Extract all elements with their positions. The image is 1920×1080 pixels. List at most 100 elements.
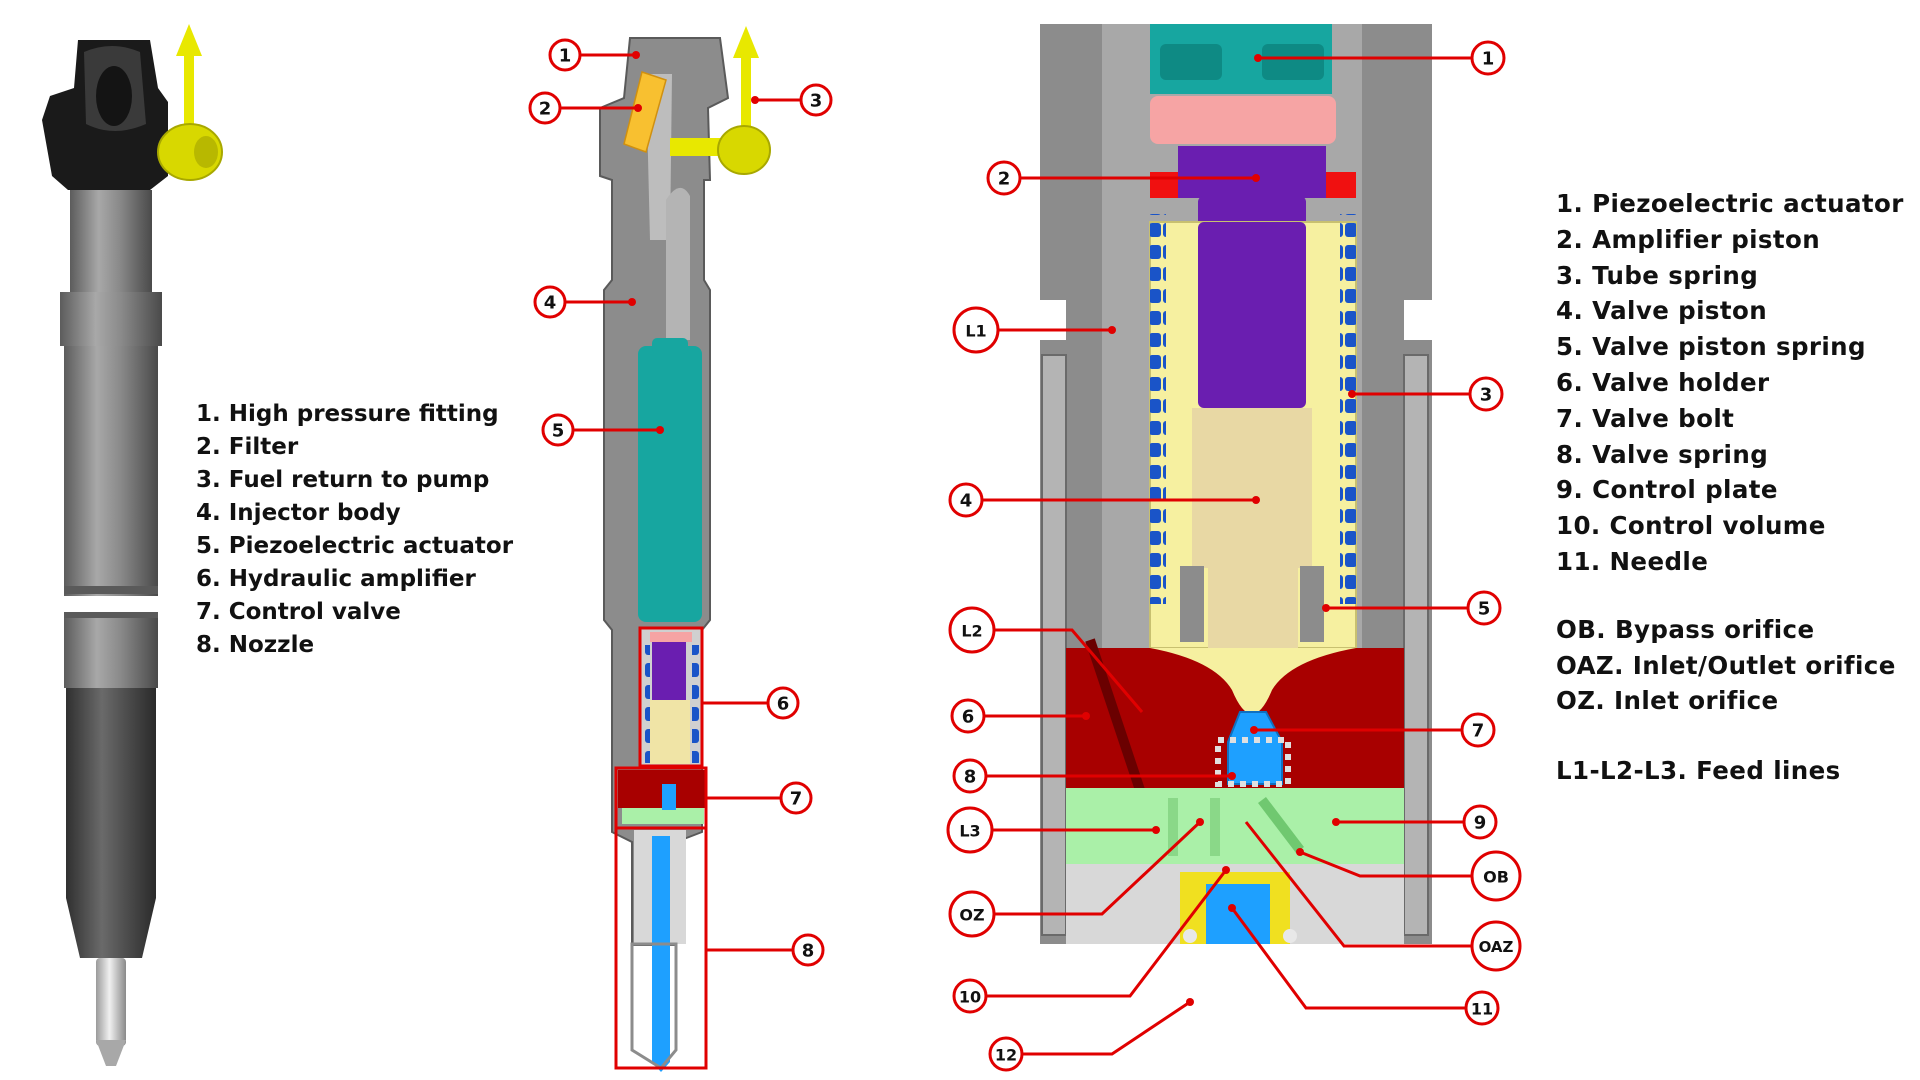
detail-callout: 2 — [986, 160, 1260, 196]
section-callout: 7 — [706, 781, 813, 815]
detail-callout-bubble — [952, 758, 988, 794]
detail-leader-dot — [1186, 998, 1194, 1006]
detail-callout: 6 — [950, 698, 1090, 734]
detail-callout-label: L3 — [959, 822, 980, 841]
detail-leader-line — [986, 869, 1228, 998]
detail-leader-dot — [1222, 866, 1230, 874]
legend-orifice-item: OB. Bypass orifice — [1556, 615, 1815, 644]
return-fitting-left-cap — [194, 136, 218, 168]
detail-callout-label: OB — [1483, 868, 1509, 887]
nozzle-lower — [630, 942, 678, 1070]
detail-callout: L3 — [946, 806, 1160, 854]
detail-coil-left — [1150, 214, 1166, 604]
injector-tip — [96, 958, 126, 1046]
return-arrow-left — [176, 24, 202, 56]
detail-callout-bubble — [1464, 990, 1500, 1026]
section-callout: 6 — [702, 686, 800, 720]
legend-right-item: 8. Valve spring — [1556, 439, 1769, 469]
detail-callout-label: 2 — [998, 169, 1011, 190]
legend-left-item: 6. Hydraulic amplifier — [196, 566, 476, 592]
detail-pink-cap — [1150, 96, 1336, 144]
detail-notch-right — [1404, 300, 1432, 340]
hydraulic-amplifier-box — [638, 626, 704, 768]
amplifier-spring-r — [692, 645, 699, 763]
detail-callout-label: 8 — [964, 767, 977, 788]
amplifier-spring-l — [643, 645, 650, 763]
section-callout-label: 6 — [777, 694, 790, 715]
detail-callout: OZ — [948, 818, 1204, 938]
nozzle-box — [614, 826, 708, 1070]
detail-callout: 9 — [1332, 804, 1498, 840]
detail-callout-bubble — [1470, 920, 1522, 972]
detail-leader-dot — [1228, 772, 1236, 780]
detail-callout: 4 — [948, 482, 1260, 518]
section-callout-label: 4 — [544, 293, 557, 314]
control-plate-green — [622, 808, 704, 824]
detail-callout-bubble — [952, 978, 988, 1014]
legend-right-item: 5. Valve piston spring — [1556, 332, 1866, 362]
detail-leader-dot — [1250, 726, 1258, 734]
detail-callout: 7 — [1250, 712, 1496, 748]
detail-callout: 3 — [1348, 376, 1504, 412]
legend-right-item: 7. Valve bolt — [1556, 403, 1735, 433]
detail-actuator-slot-l — [1160, 44, 1222, 80]
detail-leader-dot — [1348, 390, 1356, 398]
section-callout: 8 — [706, 933, 825, 967]
amplifier-pink — [650, 632, 692, 642]
detail-callout-bubble — [1470, 40, 1506, 76]
detail-callout: OAZ — [1244, 821, 1522, 972]
detail-callout-label: 3 — [1480, 385, 1493, 406]
detail-callout-bubble — [1462, 804, 1498, 840]
injector-ring-1 — [60, 292, 162, 346]
legend-right-item: 1. Piezoelectric actuator — [1556, 189, 1904, 218]
detail-valve-spring — [1215, 737, 1291, 787]
detail-leader-dot — [1152, 826, 1160, 834]
detail-tan-piston — [1192, 408, 1312, 568]
detail-callout: 12 — [988, 998, 1194, 1072]
legend-left-item: 7. Control valve — [196, 599, 401, 625]
amplifier-cream — [650, 700, 690, 764]
detail-ball-l — [1183, 929, 1197, 943]
section-drill — [666, 187, 690, 340]
detail-callout-label: 12 — [995, 1046, 1017, 1065]
detail-callout-bubble — [948, 890, 996, 938]
needle-blue — [652, 836, 670, 1062]
detail-callout-bubble — [1470, 850, 1522, 902]
detail-tan-stem — [1208, 564, 1298, 664]
legend-left-item: 4. Injector body — [196, 500, 401, 526]
section-callout-bubble — [541, 413, 575, 447]
detail-plate-oblique — [1258, 796, 1304, 854]
section-leader-dot — [656, 426, 664, 434]
injector-groove-2 — [64, 612, 158, 618]
section-leader-dot — [634, 104, 642, 112]
detail-control-plate — [1066, 788, 1404, 864]
detail-leader-dot — [1296, 848, 1304, 856]
detail-plate-slot-1 — [1168, 798, 1178, 856]
detail-leader-dot — [1108, 326, 1116, 334]
section-callout-bubble — [533, 285, 567, 319]
detail-coil-right — [1340, 214, 1356, 604]
section-callout: 1 — [548, 38, 640, 72]
detail-leader-dot — [1196, 818, 1204, 826]
legend-right-item: 3. Tube spring — [1556, 260, 1759, 290]
detail-callout-bubble — [948, 606, 996, 654]
return-arrow-mid — [733, 26, 759, 58]
detail-ball-r — [1283, 929, 1297, 943]
detail-callout: 11 — [1228, 904, 1500, 1026]
detail-callout: 5 — [1322, 590, 1502, 626]
detail-feed-channel — [1085, 638, 1145, 792]
legend-left-item: 3. Fuel return to pump — [196, 467, 490, 493]
detail-purple-body-inner — [1198, 222, 1306, 408]
legend-left-item: 2. Filter — [196, 434, 299, 460]
valve-blue — [662, 784, 676, 810]
legend-feed-lines: L1-L2-L3. Feed lines — [1556, 753, 1841, 788]
detail-callout-bubble — [1468, 376, 1504, 412]
detail-callout-bubble — [952, 306, 1000, 354]
detail-plate-slot-2 — [1210, 798, 1220, 856]
legend-right-item: 10. Control volume — [1556, 511, 1826, 541]
detail-callout-label: 5 — [1478, 599, 1491, 620]
section-callout: 4 — [533, 285, 636, 319]
amplifier-purple — [652, 642, 686, 700]
